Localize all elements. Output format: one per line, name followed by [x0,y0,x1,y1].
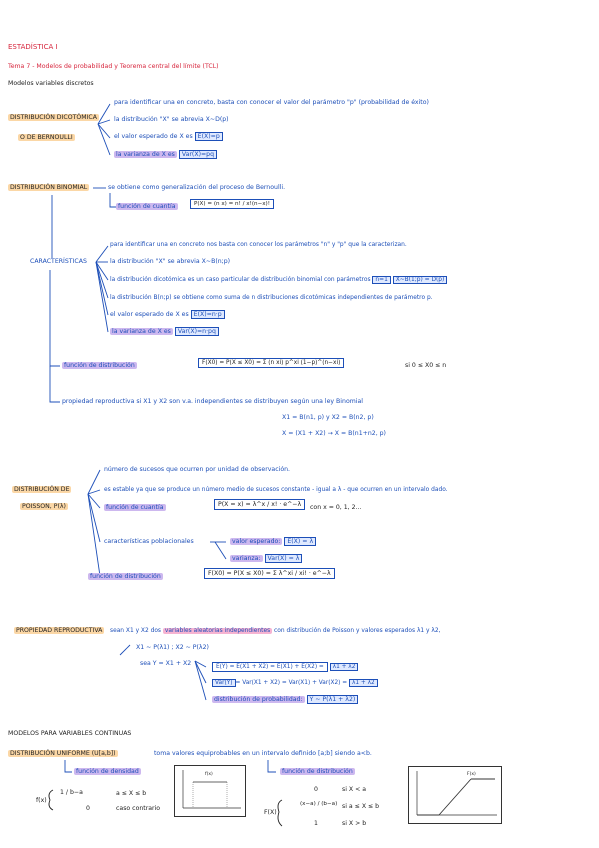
poisson-repro-label: PROPIEDAD REPRODUCTIVA [14,627,105,634]
section-discrete: Modelos variables discretos [8,80,94,87]
bernoulli-label-2: O DE BERNOULLI [18,134,75,141]
caracteristicas-label: CARACTERÍSTICAS [30,258,87,265]
uniform-dist-label: función de distribución [280,768,355,775]
poisson-label-2: POISSON, P(λ) [20,503,68,510]
distribution-graph-label: F(x) [467,772,476,777]
carac-line-1: para identificar una en concreto nos bas… [110,242,407,248]
poisson-var: varianza: Var(X) = λ [230,554,303,563]
repro-label: propiedad reproductiva si X1 y X2 son v.… [62,398,363,405]
poisson-dist-label: función de distribución [88,573,163,580]
poisson-repro-line-2: X1 ~ P(λ1) ; X2 ~ P(λ2) [136,644,209,651]
uniform-label: DISTRIBUCIÓN UNIFORME (U[a,b]) [8,750,118,757]
poisson-repro-e1: E(Y) = E(X1 + X2) = E(X1) + E(X2) = λ1 +… [212,662,359,672]
topic-title: Tema 7 - Modelos de probabilidad y Teore… [8,63,219,70]
uniform-dist-c2-cond: si a ≤ X ≤ b [342,803,380,810]
section-continuous: MODELOS PARA VARIABLES CONTINUAS [8,730,132,737]
binomial-cuantia-label: función de cuantía [116,203,178,210]
bernoulli-line-3: el valor esperado de X es E(X)=p [114,132,223,141]
bernoulli-line-4: la varianza de X es Var(X)=pq [114,150,218,159]
uniform-dens-c2: 0 [86,805,90,812]
density-graph-svg [182,770,241,809]
poisson-label-1: DISTRIBUCIÓN DE [12,486,72,493]
uniform-dens-c1-cond: a ≤ X ≤ b [116,790,147,797]
poisson-cuantia-cond: con x = 0, 1, 2... [310,504,362,511]
course-title: ESTADÍSTICA I [8,43,58,51]
uniform-line-1: toma valores equiprobables en un interva… [154,750,372,757]
poisson-repro-e3: distribución de probabilidad: Y ~ P(λ1 +… [212,695,359,704]
poisson-carac-label: características poblacionales [104,538,194,545]
carac-line-3: la distribución dicotómica es un caso pa… [110,276,448,284]
poisson-line-2: es estable ya que se produce un número m… [104,487,448,493]
uniform-dens-c1: 1 / b−a [60,789,83,796]
poisson-esp: valor esperado: E(X) = λ [230,537,317,546]
distribution-graph-svg [416,771,497,816]
binomial-label: DISTRIBUCIÓN BINOMIAL [8,184,90,191]
repro-line-2: X1 = B(n1, p) y X2 = B(n2, p) [282,414,374,421]
density-graph-label: f(x) [205,772,213,777]
binomial-dist-cond: si 0 ≤ X0 ≤ n [405,362,447,369]
binomial-cuantia-formula: P(X) = (n x) = n! / x!(n−x)! [190,199,274,209]
carac-line-5: el valor esperado de X es E(X)=n·p [110,310,225,319]
carac-line-2: la distribución "X" se abrevia X~B(n;p) [110,258,231,265]
bernoulli-line-2: la distribución "X" se abrevia X~D(p) [114,116,229,123]
poisson-repro-line-3: sea Y = X1 + X2 [140,660,192,667]
uniform-dist-F: F(X) [264,809,277,816]
poisson-cuantia-formula: P(X = x) = λ^x / x! · e^−λ [214,499,306,510]
poisson-cuantia-label: función de cuantía [104,504,166,511]
poisson-line-1: número de sucesos que ocurren por unidad… [104,466,290,473]
binomial-dist-formula: F(X0) = P(X ≤ X0) = Σ (n xi) p^xi (1−p)^… [198,358,345,368]
binomial-dist-label: función de distribución [62,362,137,369]
repro-line-3: X = (X1 + X2) → X = B(n1+n2, p) [282,430,386,437]
uniform-dist-c3: 1 [314,820,318,827]
binomial-line-1: se obtiene como generalización del proce… [108,184,286,191]
uniform-dens-c2-cond: caso contrario [116,805,161,812]
bernoulli-label-1: DISTRIBUCIÓN DICOTÓMICA [8,114,99,121]
uniform-dens-f: f(x) [36,797,47,804]
distribution-graph: F(x) [408,766,502,824]
uniform-dens-label: función de densidad [74,768,141,775]
carac-line-4: la distribución B(n;p) se obtiene como s… [110,295,433,301]
uniform-dist-c2: (x−a) / (b−a) [300,801,338,807]
uniform-dist-c1: 0 [314,786,318,793]
carac-line-6: la varianza de X es Var(X)=n·pq [110,327,219,336]
poisson-repro-e2: Var(Y)= Var(X1 + X2) = Var(X1) + Var(X2)… [212,679,378,687]
uniform-dist-c1-cond: si X < a [342,786,367,793]
bernoulli-line-1: para identificar una en concreto, basta … [114,99,429,106]
uniform-dist-c3-cond: si X > b [342,820,367,827]
poisson-dist-formula: F(X0) = P(X ≤ X0) = Σ λ^xi / xi! · e^−λ [204,568,335,579]
density-graph: f(x) [174,765,246,817]
poisson-repro-line-1: sean X1 y X2 dos variables aleatorias in… [110,628,441,634]
